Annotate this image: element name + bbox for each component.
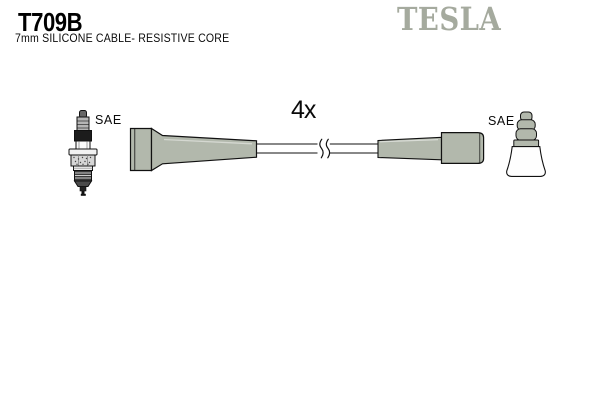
spark-plug-icon xyxy=(68,110,98,196)
cable-right-connector xyxy=(377,132,485,164)
sae-label-right: SAE xyxy=(488,114,515,128)
sae-label-left: SAE xyxy=(95,113,122,127)
plug-boot-icon xyxy=(506,111,546,177)
quantity-label: 4x xyxy=(291,96,316,124)
cable-break-mark xyxy=(319,138,324,159)
product-description: 7mm SILICONE CABLE- RESISTIVE CORE xyxy=(15,31,230,45)
brand-logo: TESLA xyxy=(397,0,502,38)
cable-break-mark xyxy=(325,138,331,159)
knurl-texture xyxy=(73,156,92,165)
part-number: T709B xyxy=(18,7,83,37)
cable-wire xyxy=(256,138,378,159)
cable-left-boot xyxy=(129,127,258,172)
ignition-cable-icon xyxy=(129,127,485,172)
